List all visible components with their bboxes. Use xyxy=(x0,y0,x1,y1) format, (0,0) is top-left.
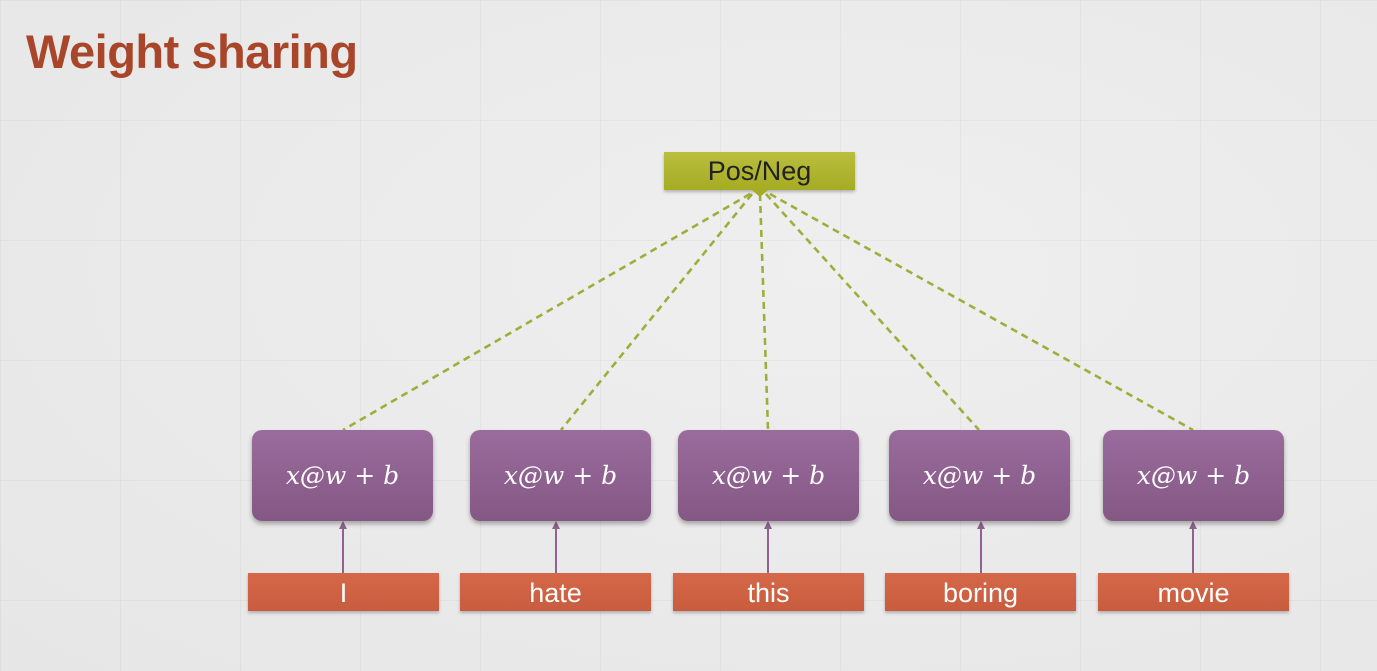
dashed-connector-2 xyxy=(559,193,754,431)
token-node-5: movie xyxy=(1098,573,1289,611)
shared-layer-node-5: x@w + b xyxy=(1103,430,1284,521)
dashed-connector-5 xyxy=(769,192,1194,432)
token-node-1: I xyxy=(248,573,439,611)
token-node-4: boring xyxy=(885,573,1076,611)
dashed-connector-3 xyxy=(758,193,770,431)
output-node-pos-neg: Pos/Neg xyxy=(664,152,855,190)
shared-layer-node-4: x@w + b xyxy=(889,430,1070,521)
dashed-connector-4 xyxy=(765,193,980,431)
shared-layer-node-3: x@w + b xyxy=(678,430,859,521)
dashed-connector-1 xyxy=(342,192,751,432)
slide-title: Weight sharing xyxy=(26,25,358,78)
token-node-3: this xyxy=(673,573,864,611)
output-node-notch xyxy=(752,190,768,197)
token-node-2: hate xyxy=(460,573,651,611)
shared-layer-node-2: x@w + b xyxy=(470,430,651,521)
shared-layer-node-1: x@w + b xyxy=(252,430,433,521)
